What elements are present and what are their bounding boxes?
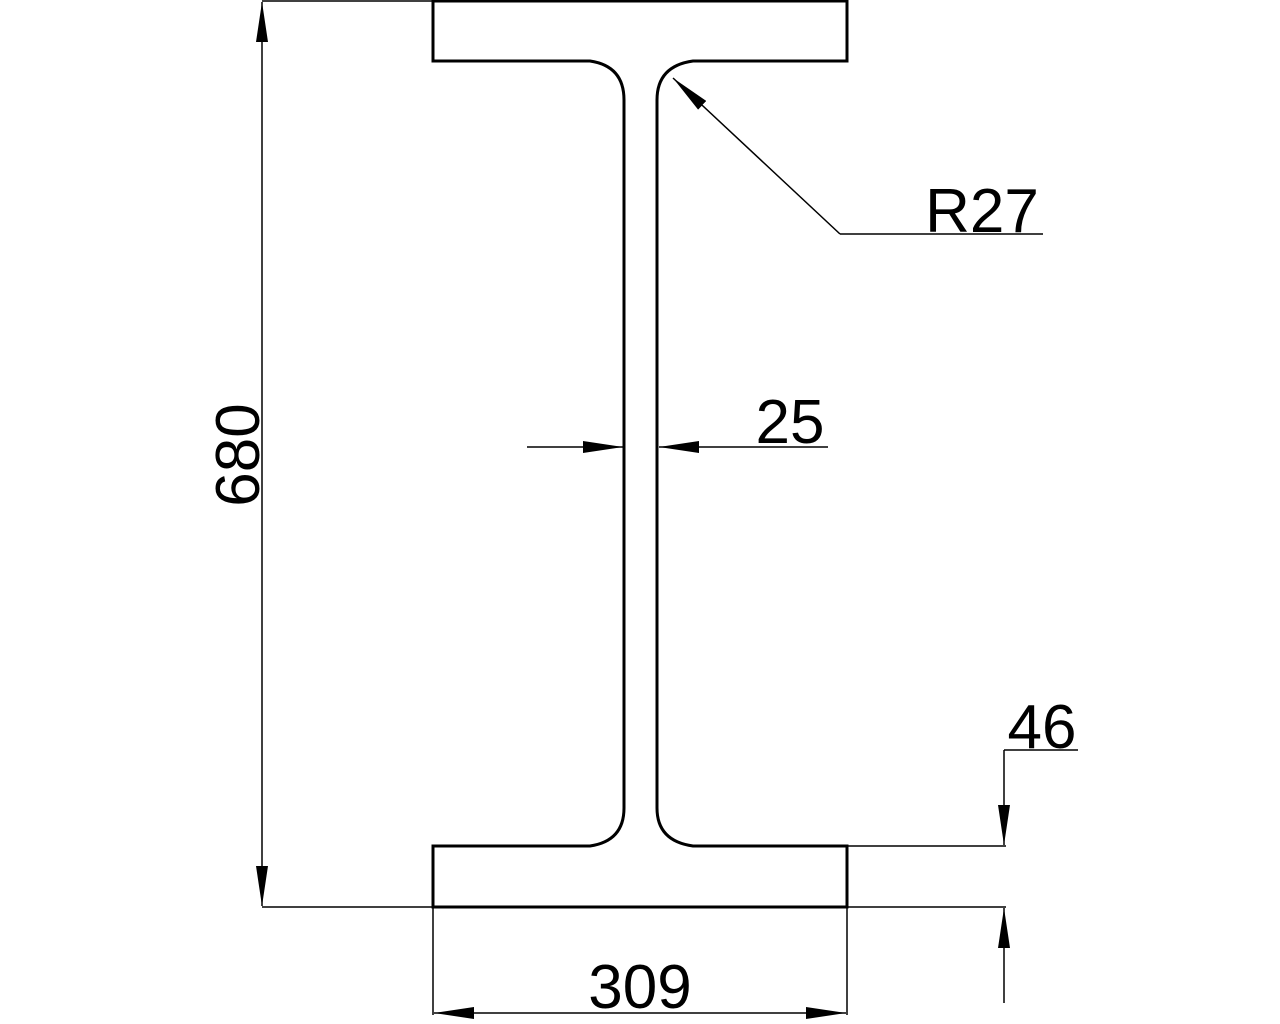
fillet-radius-leader [672,77,1043,235]
height-label: 680 [204,403,273,506]
flange-thickness-dimension [847,749,1078,1003]
width-dimension [432,907,848,1019]
ibeam-profile [431,0,849,909]
web-thickness-label: 25 [756,388,825,457]
fillet-radius-label: R27 [925,177,1039,246]
flange-thickness-label: 46 [1008,693,1077,762]
height-dimension [256,0,433,908]
width-label: 309 [588,953,691,1022]
